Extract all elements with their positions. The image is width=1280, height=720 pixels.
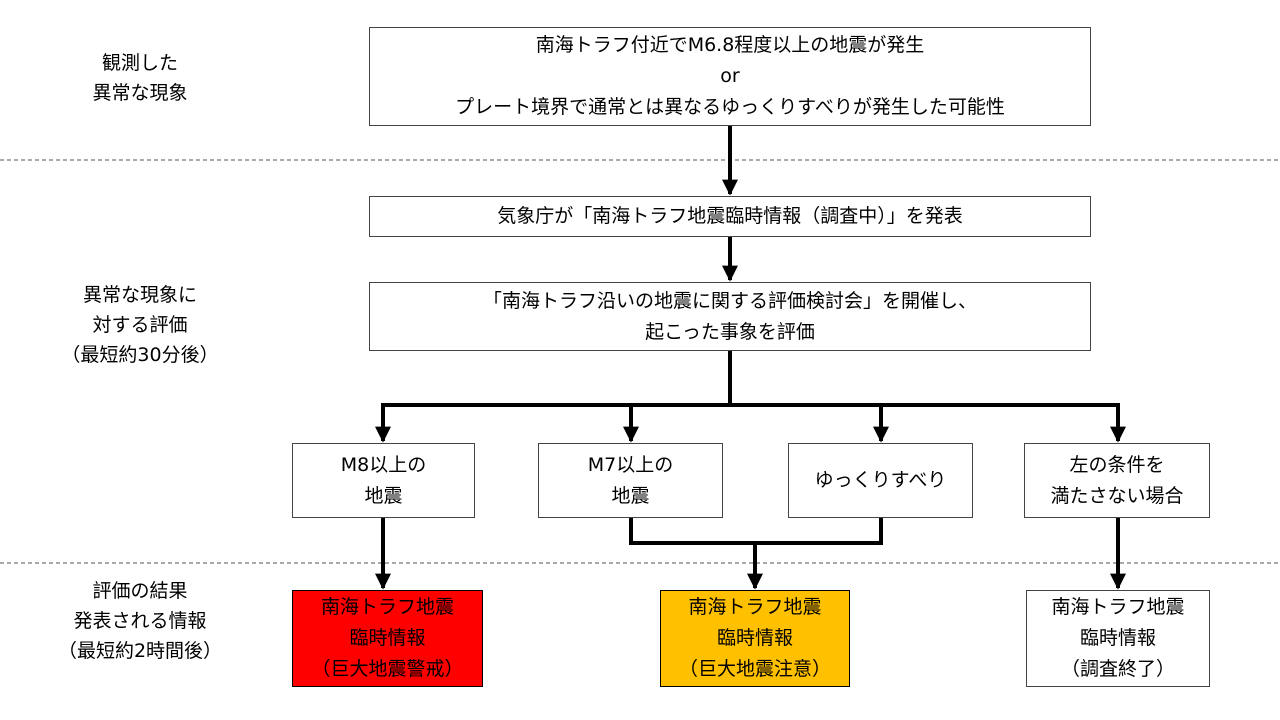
condition-m8-box: M8以上の 地震	[292, 443, 475, 518]
committee-box: 「南海トラフ沿いの地震に関する評価検討会」を開催し、 起こった事象を評価	[369, 282, 1091, 351]
info-advisory-box: 南海トラフ地震 臨時情報 （巨大地震注意）	[660, 590, 850, 687]
phenomenon-box: 南海トラフ付近でM6.8程度以上の地震が発生 or プレート境界で通常とは異なる…	[369, 27, 1091, 126]
stage-label-observed: 観測した 異常な現象	[92, 52, 188, 104]
stage-label-result: 評価の結果 発表される情報 （最短約2時間後）	[57, 580, 223, 662]
condition-other-box: 左の条件を 満たさない場合	[1024, 443, 1210, 518]
info-closed-box: 南海トラフ地震 臨時情報 （調査終了）	[1026, 590, 1210, 687]
info-warning-box: 南海トラフ地震 臨時情報 （巨大地震警戒）	[292, 590, 483, 687]
jma-issue-box: 気象庁が「南海トラフ地震臨時情報（調査中）」を発表	[369, 196, 1091, 237]
stage-label-evaluation: 異常な現象に 対する評価 （最短約30分後）	[61, 284, 219, 366]
condition-slow-slip-box: ゆっくりすべり	[788, 443, 973, 518]
condition-m7-box: M7以上の 地震	[538, 443, 723, 518]
